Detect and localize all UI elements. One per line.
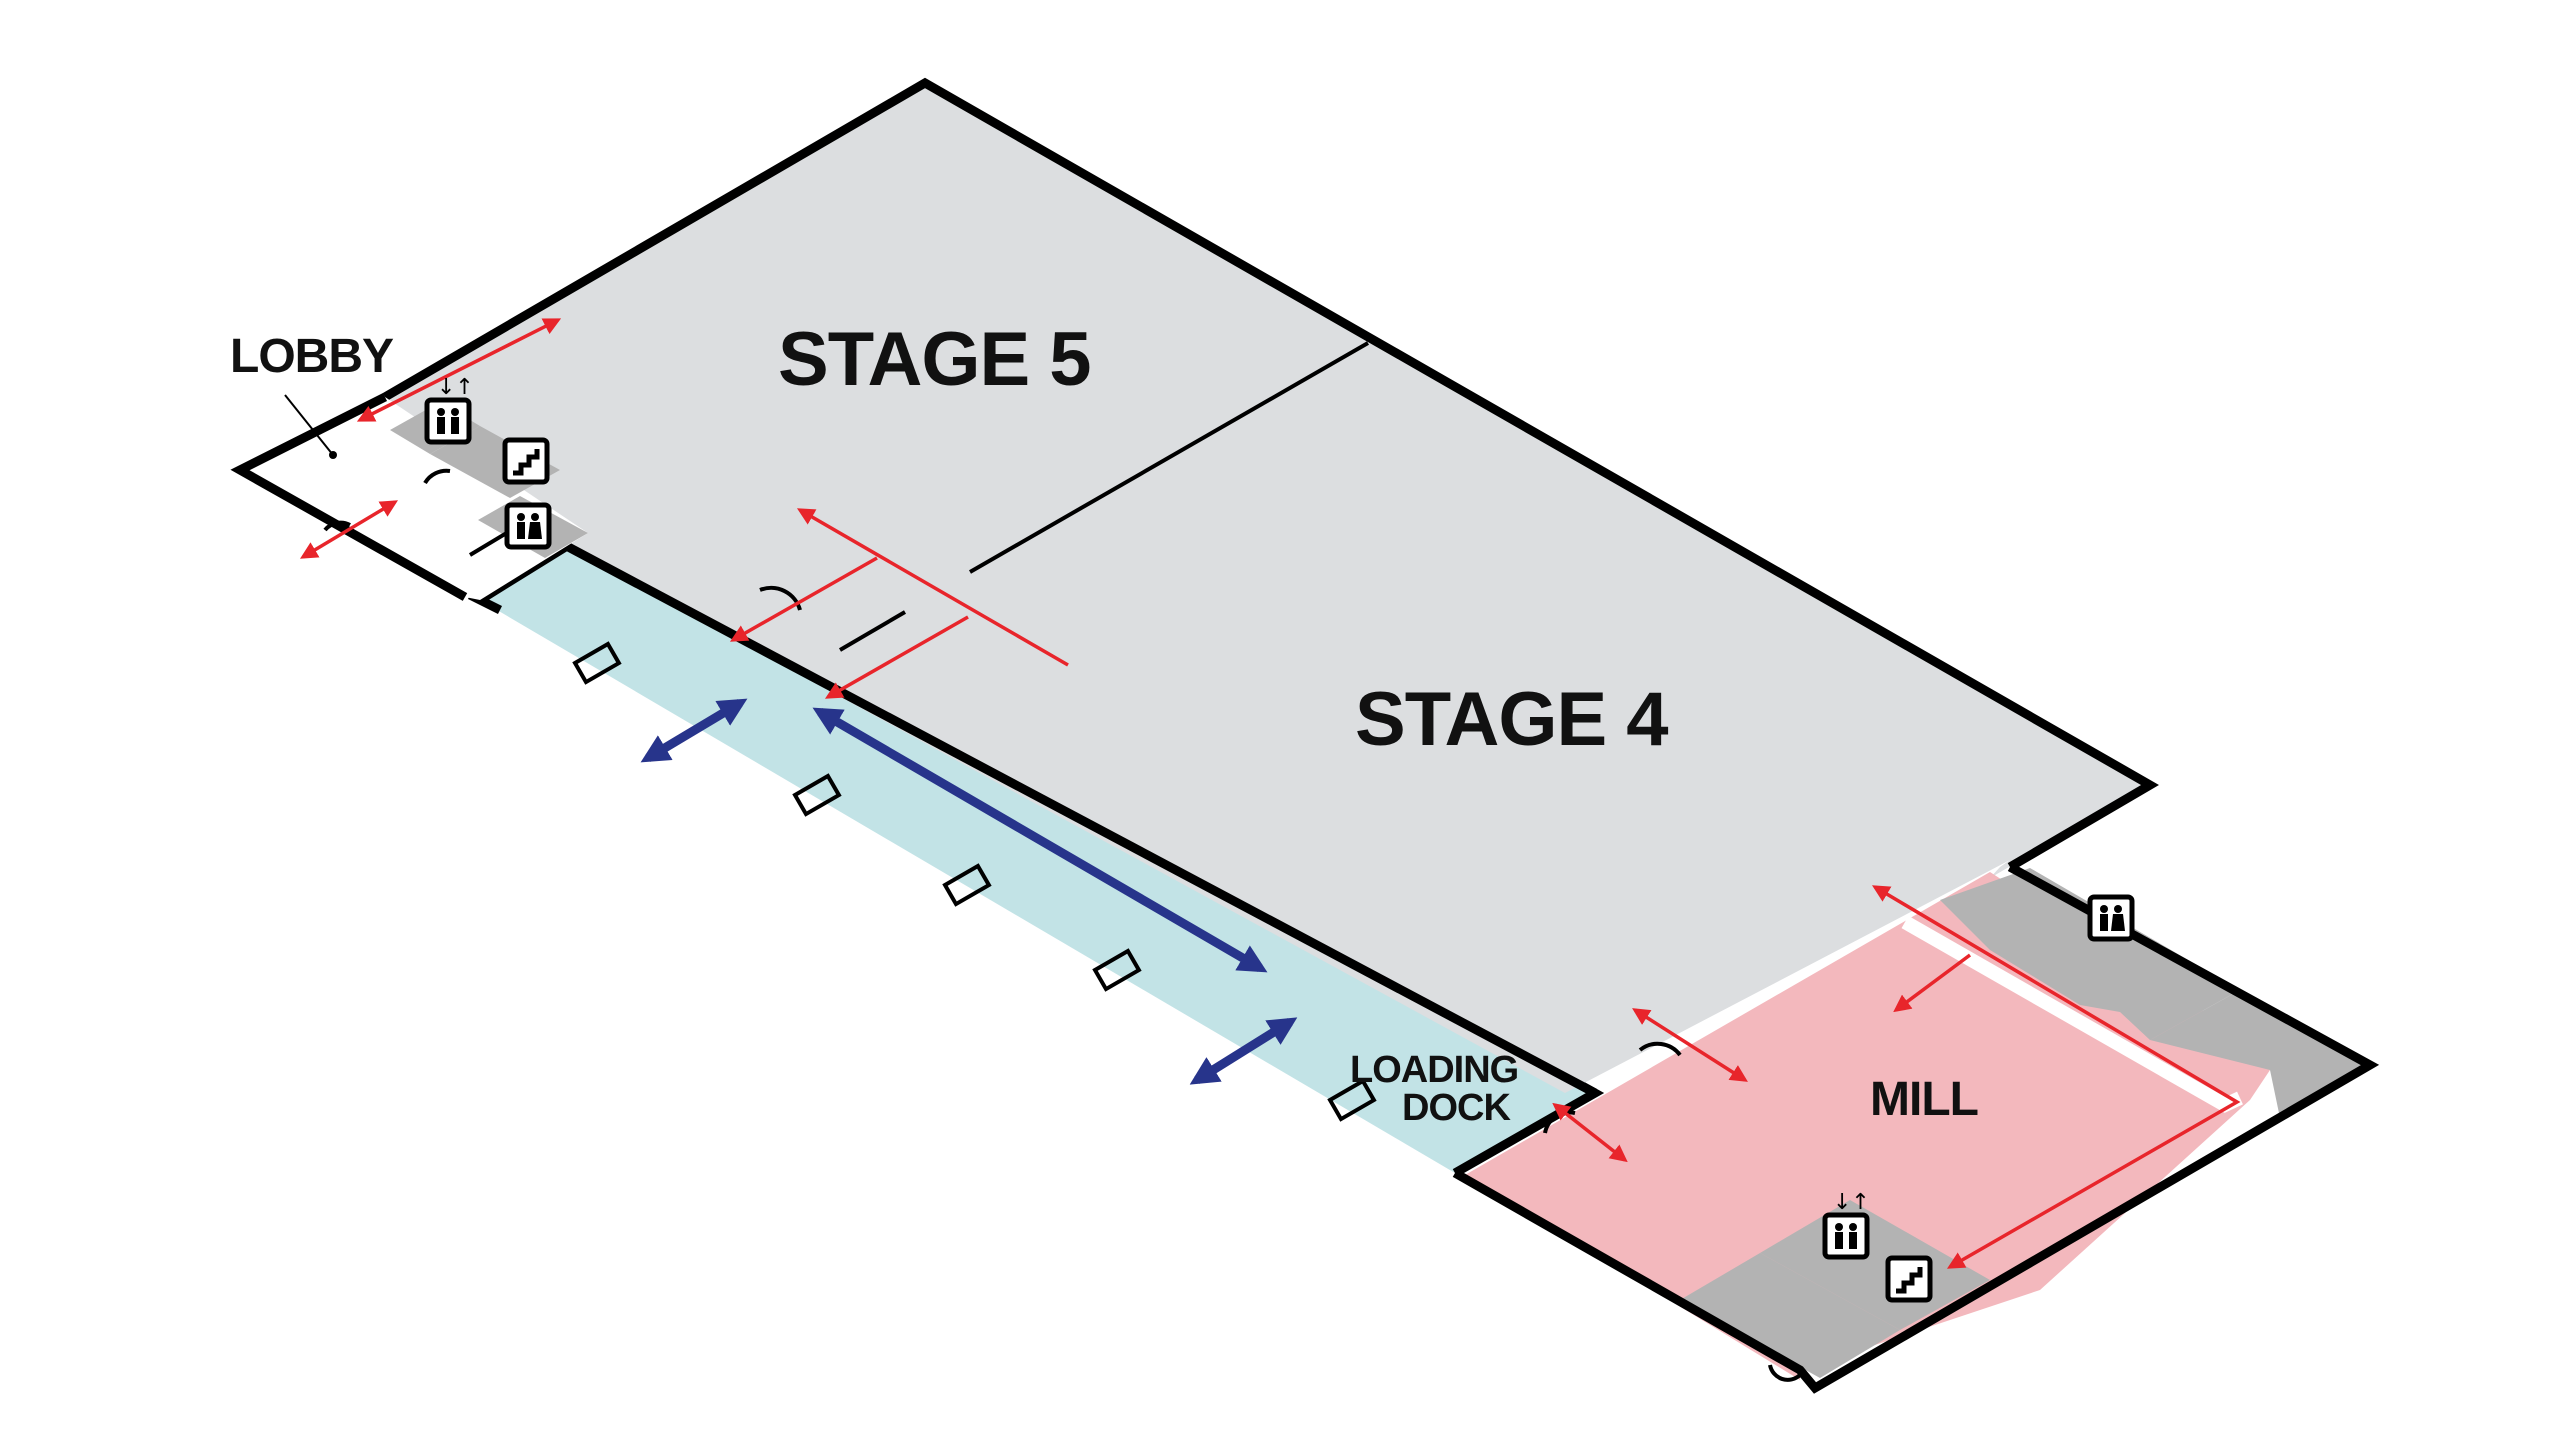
egress-arrow-icon — [824, 615, 969, 699]
lobby-marker — [329, 451, 337, 459]
egress-arrows — [299, 318, 2241, 1269]
mill-area — [1452, 863, 2380, 1394]
label-loading-line2: DOCK — [1402, 1087, 1511, 1129]
door-icon — [423, 468, 451, 485]
label-lobby: LOBBY — [230, 330, 394, 383]
stage-divider-wall — [969, 341, 1369, 574]
elevator-icon: ↓↑ — [424, 375, 474, 445]
egress-arrow-icon — [729, 556, 878, 642]
egress-arrow-icon — [299, 500, 399, 559]
stairs-icon — [1885, 1255, 1933, 1303]
restroom-icon — [504, 502, 552, 550]
label-mill: MILL — [1870, 1073, 1978, 1126]
egress-arrow-icon — [1871, 885, 2241, 1269]
door-icon — [1768, 1364, 1802, 1382]
egress-arrow-icon — [1552, 1102, 1628, 1163]
loading-arrow-icon — [640, 698, 748, 763]
egress-arrow-icon — [796, 508, 1069, 667]
egress-arrow-icon — [1632, 1008, 1748, 1082]
loading-arrows — [640, 698, 1298, 1085]
label-loading-line1: LOADING — [1350, 1049, 1518, 1091]
elevator-icon: ↓↑ — [1822, 1190, 1870, 1260]
restroom-icon — [2087, 894, 2135, 942]
loading-arrow-icon — [812, 707, 1268, 973]
loading-arrow-icon — [1189, 1017, 1298, 1085]
label-stage5: STAGE 5 — [778, 317, 1091, 402]
svg-text:↓↑: ↓↑ — [437, 375, 474, 400]
svg-text:↓↑: ↓↑ — [1833, 1190, 1870, 1215]
egress-arrow-icon — [356, 318, 562, 422]
stairs-icon — [502, 437, 550, 485]
lobby-leader-line — [284, 394, 334, 456]
egress-arrow-icon — [1893, 953, 1972, 1013]
label-stage4: STAGE 4 — [1355, 677, 1668, 762]
